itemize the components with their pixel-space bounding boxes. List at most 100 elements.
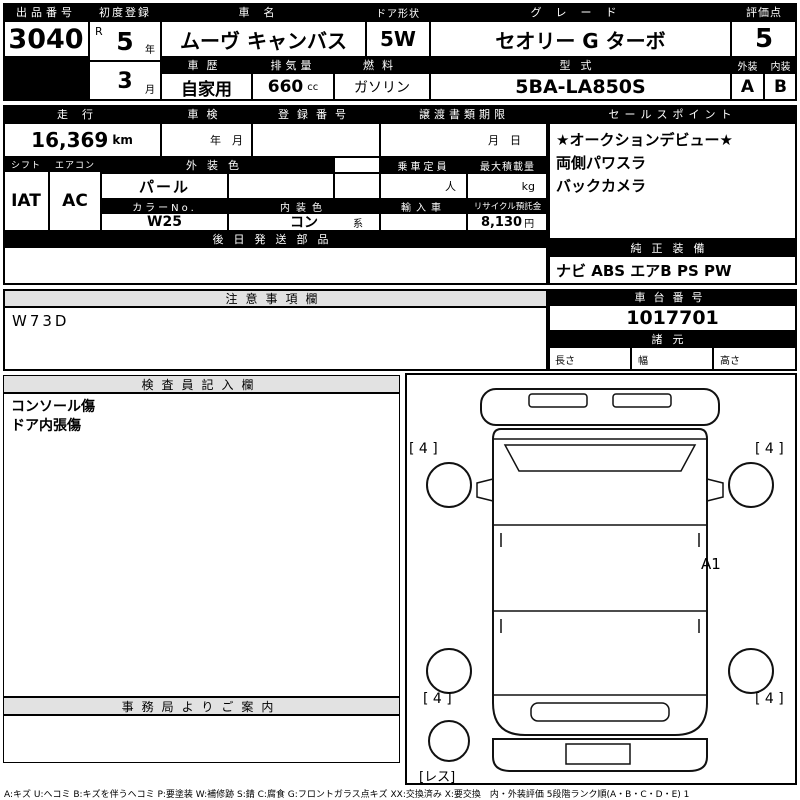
first-registration-header: 初度登録 bbox=[89, 3, 161, 21]
lot-number-header: 出品番号 bbox=[3, 3, 89, 21]
era-mark: R bbox=[95, 25, 103, 38]
exterior-color-value: パール bbox=[101, 173, 228, 199]
inspector-note-line: ドア内張傷 bbox=[11, 418, 81, 434]
import-value bbox=[380, 213, 467, 231]
sales-point-line: ★オークションデビュー★ bbox=[556, 131, 733, 149]
notes-value: W73D bbox=[3, 307, 548, 371]
mileage-unit: km bbox=[112, 133, 133, 147]
interior-color-cell: コン 系 bbox=[228, 213, 380, 231]
mileage-header: 走行 bbox=[3, 105, 161, 123]
interior-color-suffix: 系 bbox=[353, 218, 363, 230]
first-registration-month-cell: 3 月 bbox=[89, 61, 161, 101]
payload-unit: kg bbox=[467, 173, 548, 199]
spare-tire bbox=[428, 720, 470, 762]
transfer-deadline-header: 譲渡書類期限 bbox=[380, 105, 548, 123]
year-unit: 年 bbox=[145, 45, 155, 56]
spec-height-label: 高さ bbox=[713, 347, 797, 371]
door-shape-value: 5W bbox=[366, 21, 430, 57]
history-value: 自家用 bbox=[161, 73, 252, 101]
inspector-notes-box: コンソール傷 ドア内張傷 bbox=[3, 393, 400, 697]
exterior-color-empty-cell-2 bbox=[334, 173, 380, 199]
diagram-frame bbox=[405, 373, 797, 785]
specs-header: 諸元 bbox=[548, 331, 797, 347]
wheel-front-left bbox=[426, 462, 472, 508]
displacement-value: 660 bbox=[267, 77, 304, 97]
windshield bbox=[503, 444, 697, 472]
import-header: 輸入車 bbox=[380, 199, 467, 213]
payload-header: 最大積載量 bbox=[467, 157, 548, 173]
grade-value: セオリー G ターボ bbox=[430, 21, 731, 57]
spec-length-label: 長さ bbox=[548, 347, 631, 371]
exterior-grade-value: A bbox=[731, 73, 764, 101]
legend: A:キズ U:ヘコミ B:キズを伴うヘコミ P:要塗装 W:補修跡 S:錆 C:… bbox=[4, 790, 690, 799]
shift-value: IAT bbox=[3, 171, 49, 231]
spec-width-label: 幅 bbox=[631, 347, 713, 371]
interior-grade-value: B bbox=[764, 73, 797, 101]
mileage-value-cell: 16,369 km bbox=[3, 123, 161, 157]
exterior-color-spacer bbox=[334, 157, 380, 173]
inspector-note-line: コンソール傷 bbox=[11, 399, 95, 415]
interior-grade-header: 内装 bbox=[764, 57, 797, 73]
aircon-value: AC bbox=[49, 171, 101, 231]
exterior-color-header: 外装色 bbox=[101, 157, 334, 173]
car-body bbox=[492, 428, 708, 736]
mileage-value: 16,369 bbox=[31, 128, 109, 152]
first-registration-year: 5 bbox=[116, 26, 134, 56]
tire-depth-rear-right: [ 4 ] bbox=[755, 691, 784, 707]
equipment-header: 純正装備 bbox=[548, 239, 797, 256]
aircon-header: エアコン bbox=[49, 157, 101, 171]
inspection-header: 車検 bbox=[161, 105, 252, 123]
color-number-value: W25 bbox=[101, 213, 228, 231]
rear-bumper bbox=[492, 738, 708, 772]
lot-black-box bbox=[3, 57, 89, 101]
inspection-placeholder: 年 月 bbox=[161, 123, 252, 157]
later-parts-box bbox=[3, 247, 548, 285]
panel-mark-a1: A1 bbox=[701, 555, 721, 573]
recycle-fee-value: 8,130 bbox=[480, 214, 523, 230]
tire-depth-rear-left: [ 4 ] bbox=[423, 691, 452, 707]
wheel-rear-right bbox=[728, 648, 774, 694]
score-value: 5 bbox=[731, 21, 797, 57]
sales-point-line: バックカメラ bbox=[556, 177, 647, 195]
sales-point-box: ★オークションデビュー★ 両側パワスラ バックカメラ bbox=[548, 123, 797, 239]
recycle-fee-header: リサイクル預託金 bbox=[467, 199, 548, 213]
mirror-right bbox=[706, 478, 724, 502]
lot-number-value: 3040 bbox=[3, 21, 89, 57]
office-info-header: 事務局よりご案内 bbox=[3, 697, 400, 715]
rear-window bbox=[530, 702, 670, 722]
door-shape-header: ドア形状 bbox=[366, 3, 430, 21]
tire-depth-front-right: [ 4 ] bbox=[755, 441, 784, 457]
color-number-header: カラーNo. bbox=[101, 199, 228, 213]
displacement-value-cell: 660 cc bbox=[252, 73, 334, 101]
interior-color-header: 内装色 bbox=[228, 199, 380, 213]
inspector-notes-header: 検査員記入欄 bbox=[3, 375, 400, 393]
model-code-header: 型式 bbox=[430, 57, 731, 73]
later-parts-header: 後日発送部品 bbox=[3, 231, 548, 247]
exterior-grade-header: 外装 bbox=[731, 57, 764, 73]
grade-header: グレード bbox=[430, 3, 731, 21]
equipment-value: ナビ ABS エアB PS PW bbox=[548, 256, 797, 285]
fuel-value: ガソリン bbox=[334, 73, 430, 101]
exterior-color-empty-cell bbox=[228, 173, 334, 199]
recycle-fee-cell: 8,130 円 bbox=[467, 213, 548, 231]
tire-depth-front-left: [ 4 ] bbox=[409, 441, 438, 457]
shift-header: シフト bbox=[3, 157, 49, 171]
vehicle-diagram: [ 4 ] [ 4 ] [ 4 ] [ 4 ] A1 [レス] bbox=[405, 373, 797, 785]
car-name-header: 車名 bbox=[161, 3, 366, 21]
chassis-number-header: 車台番号 bbox=[548, 289, 797, 305]
sales-point-header: セールスポイント bbox=[548, 105, 797, 123]
chassis-number-value: 1017701 bbox=[548, 305, 797, 331]
sales-point-line: 両側パワスラ bbox=[556, 154, 647, 172]
rear-plate bbox=[565, 743, 631, 765]
front-bumper bbox=[480, 388, 720, 426]
recycle-fee-unit: 円 bbox=[524, 218, 535, 230]
first-registration-month: 3 bbox=[117, 68, 133, 94]
office-info-box bbox=[3, 715, 400, 763]
front-grille-right bbox=[612, 393, 672, 408]
spare-tire-mark: [レス] bbox=[419, 770, 455, 785]
capacity-unit: 人 bbox=[380, 173, 467, 199]
score-header: 評価点 bbox=[731, 3, 797, 21]
car-name-value: ムーヴ キャンバス bbox=[161, 21, 366, 57]
month-unit: 月 bbox=[145, 85, 155, 96]
